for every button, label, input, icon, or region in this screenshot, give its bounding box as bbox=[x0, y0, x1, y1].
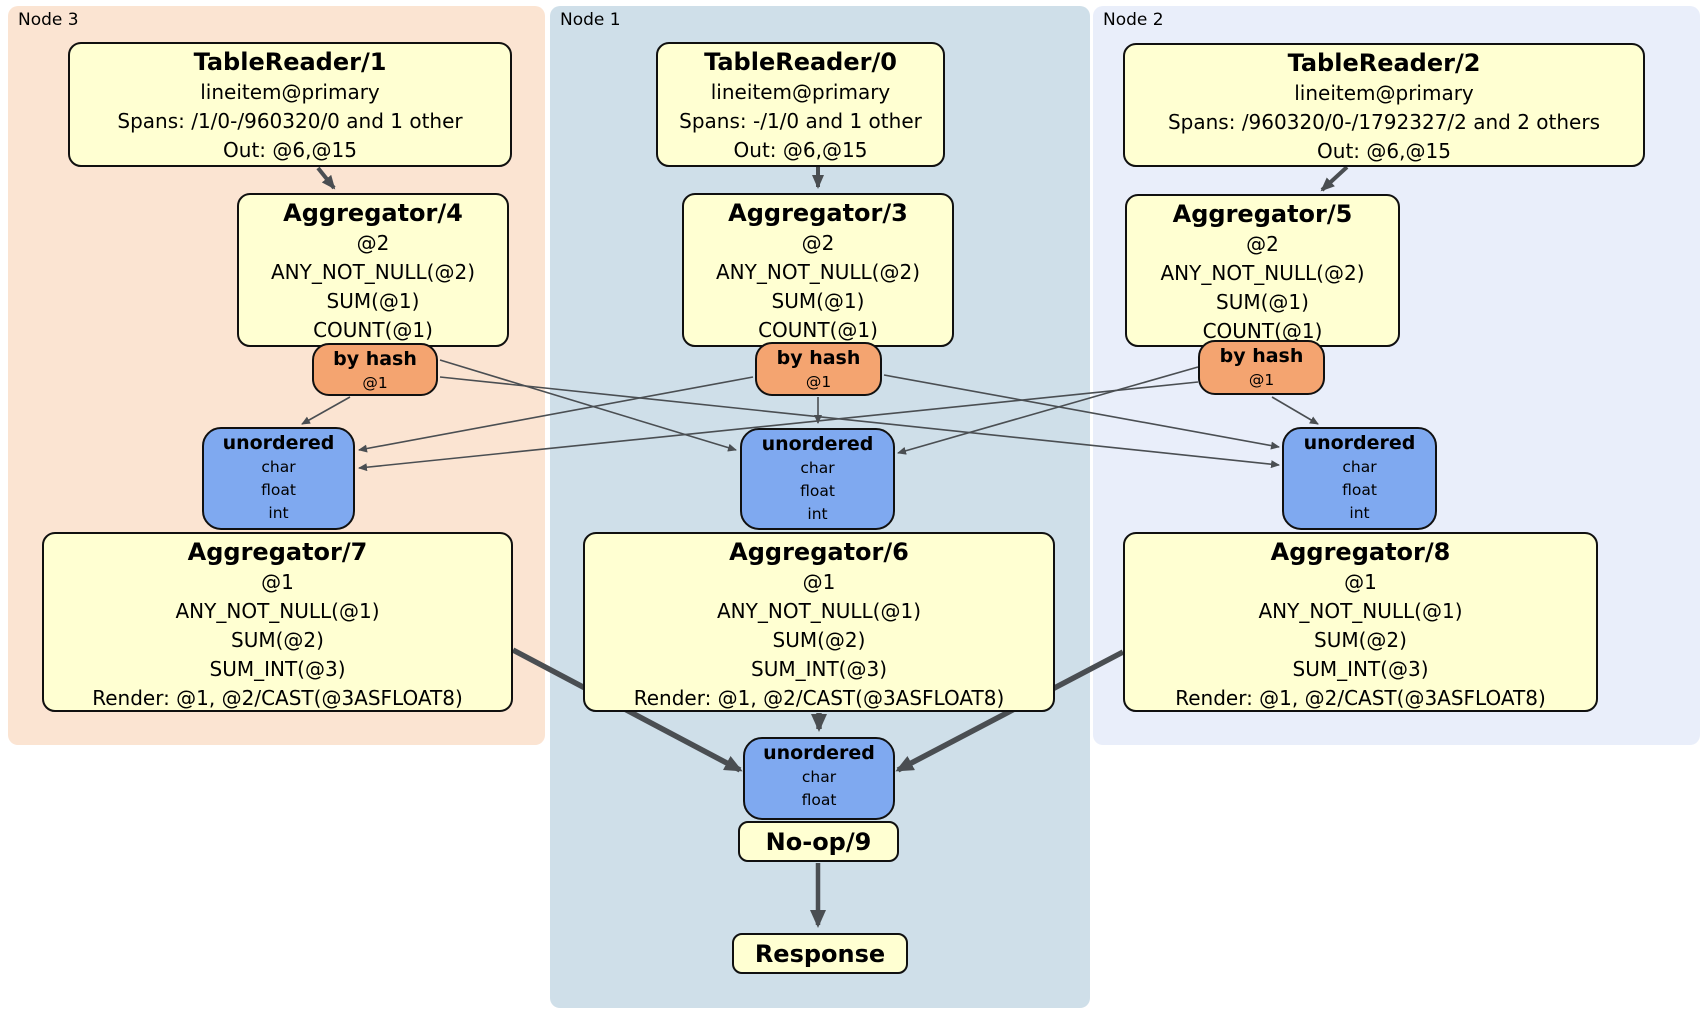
aggregator-5-groupby: @2 bbox=[1246, 232, 1279, 256]
aggregator-8-title: Aggregator/8 bbox=[1270, 538, 1451, 566]
hash-router-center-cols: @1 bbox=[805, 373, 832, 391]
tablereader-2-box: TableReader/2 lineitem@primary Spans: /9… bbox=[1123, 43, 1645, 167]
tablereader-2-out: Out: @6,@15 bbox=[1317, 139, 1451, 163]
unordered-sync-right: unordered char float int bbox=[1282, 427, 1437, 530]
unordered-sync-final-title: unordered bbox=[763, 742, 875, 764]
aggregator-7-title: Aggregator/7 bbox=[187, 538, 368, 566]
unordered-sync-right-col2: float bbox=[1342, 481, 1377, 499]
hash-router-left-title: by hash bbox=[333, 348, 417, 370]
noop-9-title: No-op/9 bbox=[765, 828, 872, 856]
tablereader-1-spans: Spans: /1/0-/960320/0 and 1 other bbox=[117, 109, 463, 133]
tablereader-1-box: TableReader/1 lineitem@primary Spans: /1… bbox=[68, 42, 512, 167]
unordered-sync-left-col2: float bbox=[261, 481, 296, 499]
aggregator-7-box: Aggregator/7 @1 ANY_NOT_NULL(@1) SUM(@2)… bbox=[42, 532, 513, 712]
tablereader-1-title: TableReader/1 bbox=[193, 48, 387, 76]
tablereader-0-out: Out: @6,@15 bbox=[733, 138, 868, 162]
aggregator-3-box: Aggregator/3 @2 ANY_NOT_NULL(@2) SUM(@1)… bbox=[682, 193, 954, 347]
aggregator-5-box: Aggregator/5 @2 ANY_NOT_NULL(@2) SUM(@1)… bbox=[1125, 194, 1400, 347]
tablereader-0-spans: Spans: -/1/0 and 1 other bbox=[679, 109, 922, 133]
aggregator-7-agg1: ANY_NOT_NULL(@1) bbox=[175, 599, 380, 623]
node3-label: Node 3 bbox=[18, 10, 79, 30]
unordered-sync-left-col1: char bbox=[261, 458, 296, 476]
aggregator-4-groupby: @2 bbox=[356, 231, 390, 255]
node1-label: Node 1 bbox=[560, 10, 621, 30]
aggregator-8-agg1: ANY_NOT_NULL(@1) bbox=[1258, 599, 1463, 623]
aggregator-7-agg3: SUM_INT(@3) bbox=[209, 657, 346, 681]
tablereader-2-title: TableReader/2 bbox=[1287, 49, 1481, 77]
hash-router-center: by hash @1 bbox=[755, 342, 882, 396]
aggregator-4-agg3: COUNT(@1) bbox=[313, 318, 433, 342]
aggregator-8-groupby: @1 bbox=[1344, 570, 1377, 594]
aggregator-8-box: Aggregator/8 @1 ANY_NOT_NULL(@1) SUM(@2)… bbox=[1123, 532, 1598, 712]
unordered-sync-right-col3: int bbox=[1349, 504, 1370, 522]
aggregator-5-agg1: ANY_NOT_NULL(@2) bbox=[1160, 261, 1365, 285]
hash-router-right: by hash @1 bbox=[1198, 340, 1325, 395]
unordered-sync-center-title: unordered bbox=[761, 433, 874, 455]
aggregator-8-render: Render: @1, @2/CAST(@3ASFLOAT8) bbox=[1175, 686, 1546, 710]
unordered-sync-final-col2: float bbox=[801, 791, 837, 809]
unordered-sync-center-col3: int bbox=[807, 505, 828, 523]
tablereader-2-spans: Spans: /960320/0-/1792327/2 and 2 others bbox=[1167, 110, 1600, 134]
unordered-sync-final: unordered char float bbox=[743, 737, 895, 820]
aggregator-4-agg2: SUM(@1) bbox=[326, 289, 420, 313]
noop-9-box: No-op/9 bbox=[738, 821, 899, 862]
aggregator-4-agg1: ANY_NOT_NULL(@2) bbox=[271, 260, 475, 284]
aggregator-7-render: Render: @1, @2/CAST(@3ASFLOAT8) bbox=[92, 686, 463, 710]
unordered-sync-center-col1: char bbox=[800, 459, 835, 477]
aggregator-4-box: Aggregator/4 @2 ANY_NOT_NULL(@2) SUM(@1)… bbox=[237, 193, 509, 347]
unordered-sync-right-title: unordered bbox=[1303, 432, 1416, 454]
response-title: Response bbox=[754, 940, 886, 968]
aggregator-7-agg2: SUM(@2) bbox=[231, 628, 324, 652]
tablereader-0-index: lineitem@primary bbox=[710, 80, 891, 104]
hash-router-left-cols: @1 bbox=[362, 374, 388, 392]
aggregator-6-groupby: @1 bbox=[802, 570, 836, 594]
hash-router-center-title: by hash bbox=[776, 347, 861, 369]
tablereader-1-out: Out: @6,@15 bbox=[223, 138, 357, 162]
tablereader-0-box: TableReader/0 lineitem@primary Spans: -/… bbox=[656, 42, 945, 167]
aggregator-6-render: Render: @1, @2/CAST(@3ASFLOAT8) bbox=[633, 686, 1005, 710]
unordered-sync-final-col1: char bbox=[801, 768, 837, 786]
response-box: Response bbox=[732, 933, 908, 974]
aggregator-4-title: Aggregator/4 bbox=[283, 199, 463, 227]
aggregator-3-groupby: @2 bbox=[801, 231, 835, 255]
aggregator-5-agg3: COUNT(@1) bbox=[1202, 319, 1323, 343]
tablereader-2-index: lineitem@primary bbox=[1294, 81, 1474, 105]
unordered-sync-left: unordered char float int bbox=[202, 427, 355, 530]
aggregator-3-agg1: ANY_NOT_NULL(@2) bbox=[716, 260, 920, 284]
unordered-sync-left-col3: int bbox=[268, 504, 289, 522]
aggregator-3-title: Aggregator/3 bbox=[728, 199, 908, 227]
aggregator-6-box: Aggregator/6 @1 ANY_NOT_NULL(@1) SUM(@2)… bbox=[583, 532, 1055, 712]
aggregator-6-agg2: SUM(@2) bbox=[772, 628, 866, 652]
unordered-sync-center-col2: float bbox=[800, 482, 835, 500]
unordered-sync-right-col1: char bbox=[1342, 458, 1377, 476]
aggregator-6-agg1: ANY_NOT_NULL(@1) bbox=[717, 599, 921, 623]
node2-label: Node 2 bbox=[1103, 10, 1164, 30]
tablereader-0-title: TableReader/0 bbox=[704, 48, 897, 76]
aggregator-5-title: Aggregator/5 bbox=[1172, 200, 1353, 228]
aggregator-8-agg3: SUM_INT(@3) bbox=[1292, 657, 1429, 681]
aggregator-5-agg2: SUM(@1) bbox=[1216, 290, 1309, 314]
unordered-sync-left-title: unordered bbox=[222, 432, 335, 454]
unordered-sync-center: unordered char float int bbox=[740, 428, 895, 530]
hash-router-right-title: by hash bbox=[1219, 345, 1304, 367]
aggregator-7-groupby: @1 bbox=[261, 570, 294, 594]
aggregator-3-agg2: SUM(@1) bbox=[771, 289, 865, 313]
aggregator-3-agg3: COUNT(@1) bbox=[758, 318, 878, 342]
aggregator-6-title: Aggregator/6 bbox=[729, 538, 909, 566]
hash-router-left: by hash @1 bbox=[312, 343, 438, 396]
hash-router-right-cols: @1 bbox=[1248, 371, 1275, 389]
tablereader-1-index: lineitem@primary bbox=[200, 80, 380, 104]
aggregator-6-agg3: SUM_INT(@3) bbox=[751, 657, 887, 681]
aggregator-8-agg2: SUM(@2) bbox=[1314, 628, 1407, 652]
